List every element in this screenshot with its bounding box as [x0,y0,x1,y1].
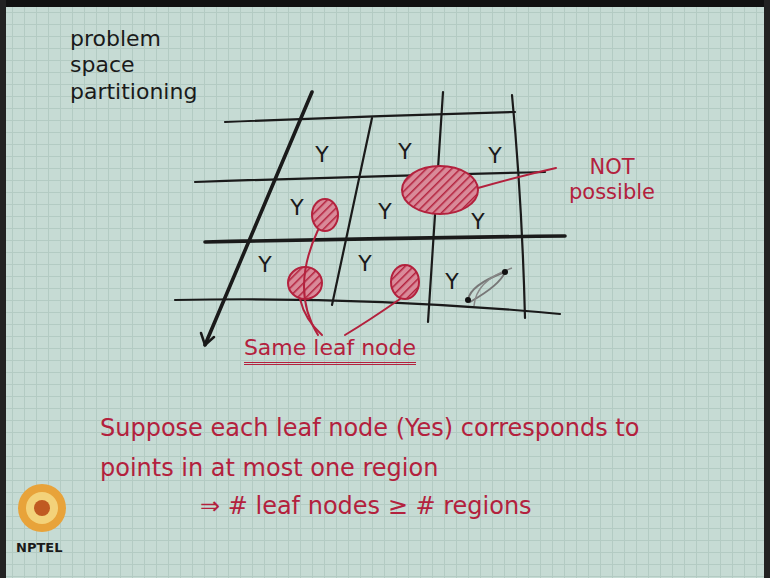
leaf-yes: Y [445,269,458,295]
leaf-yes: Y [315,142,328,168]
leaf-yes: Y [488,143,501,169]
leaf-yes: Y [290,195,303,221]
note-not-possible: NOT possible [562,155,662,205]
region-sketch [465,268,512,306]
frame-left [0,0,6,578]
note-body: Suppose each leaf node (Yes) corresponds… [100,408,660,488]
frame-right [764,0,770,578]
leaf-yes: Y [471,209,484,235]
nptel-logo [18,484,66,532]
leaf-yes: Y [398,139,411,165]
note-conclusion: ⇒ # leaf nodes ≥ # regions [200,492,532,521]
logo-text: NPTEL [16,540,62,556]
partition-lines [175,92,565,345]
leaf-yes: Y [258,252,271,278]
leaf-yes: Y [358,251,371,277]
leaf-yes: Y [378,199,391,225]
frame-top [0,0,770,7]
leader-lines [300,168,556,335]
slide-title: problem space partitioning [70,26,230,105]
note-same-leaf: Same leaf node [244,335,416,364]
